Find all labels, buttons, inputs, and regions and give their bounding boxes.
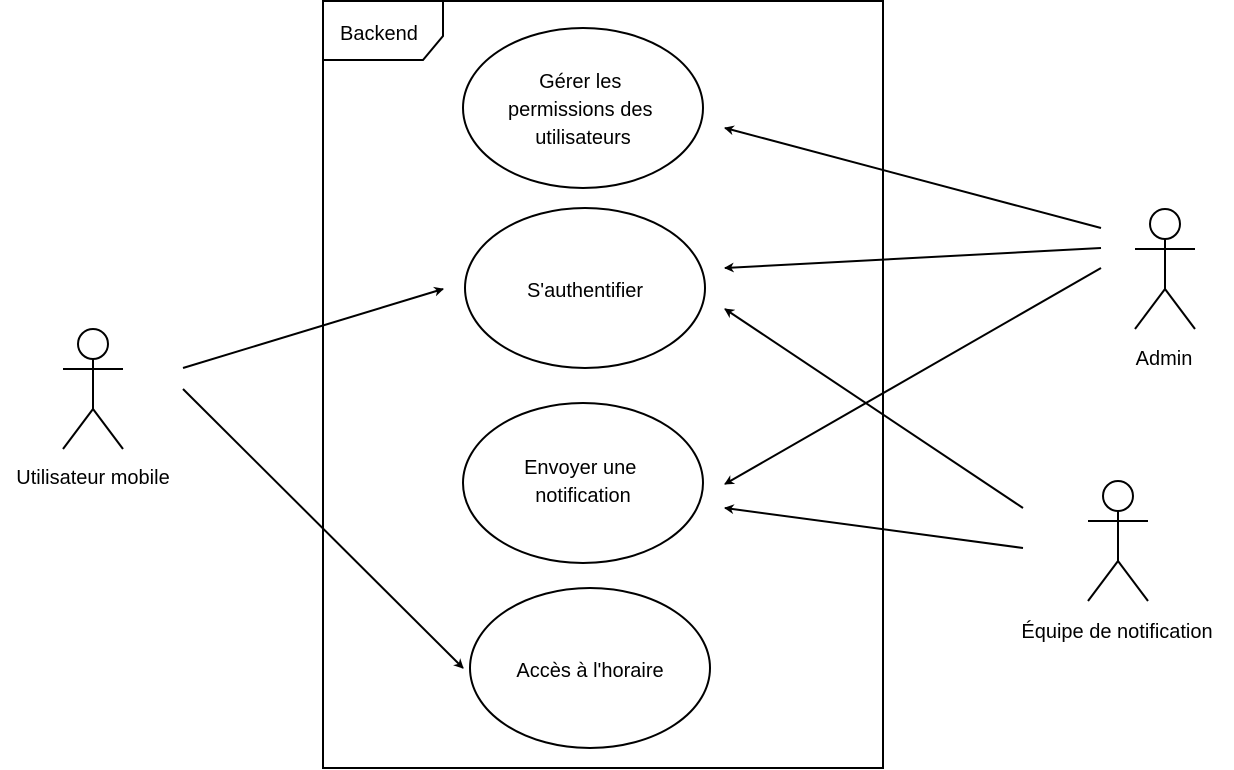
associations xyxy=(182,125,1102,669)
use-case-label-line: notification xyxy=(535,485,631,507)
actor-admin: Admin xyxy=(1134,208,1196,370)
system-boundary-rect xyxy=(322,0,884,769)
stick-figure-icon xyxy=(62,328,124,450)
actor-label: Utilisateur mobile xyxy=(16,467,169,489)
use-case-label-line: permissions des xyxy=(508,99,653,121)
stick-figure-icon xyxy=(1087,480,1149,602)
use-case-label-line: utilisateurs xyxy=(535,127,631,149)
use-case-schedule-access: Accès à l'horaire xyxy=(469,587,711,749)
use-case-ellipse xyxy=(462,402,704,564)
system-label-tab xyxy=(323,1,444,61)
use-case-label-line: S'authentifier xyxy=(527,280,643,302)
actor-mobile-user: Utilisateur mobile xyxy=(16,328,170,489)
association-mobile-schedule xyxy=(182,388,464,669)
actor-label: Admin xyxy=(1136,348,1193,370)
association-admin-notify xyxy=(724,267,1102,485)
system-boundary: Backend xyxy=(322,0,884,769)
use-case-ellipse xyxy=(469,587,711,749)
use-case-label: Envoyer une notification xyxy=(524,457,642,507)
association-mobile-auth xyxy=(182,286,444,369)
use-case-authenticate: S'authentifier xyxy=(464,207,706,369)
use-case-send-notification: Envoyer une notification xyxy=(462,402,704,564)
system-label: Backend xyxy=(340,23,418,45)
use-case-label: Gérer les permissions des utilisateurs xyxy=(508,71,658,149)
use-case-label: S'authentifier xyxy=(527,280,643,302)
use-case-label-line: Accès à l'horaire xyxy=(516,660,663,682)
association-team-auth xyxy=(724,308,1024,509)
use-case-label-line: Envoyer une xyxy=(524,457,636,479)
use-case-ellipse xyxy=(462,27,704,189)
use-case-permissions: Gérer les permissions des utilisateurs xyxy=(462,27,704,189)
association-admin-auth xyxy=(724,247,1102,273)
association-team-notify xyxy=(724,504,1024,549)
actor-notification-team: Équipe de notification xyxy=(1021,480,1213,643)
use-case-ellipse xyxy=(464,207,706,369)
actor-label: Équipe de notification xyxy=(1021,620,1212,643)
stick-figure-icon xyxy=(1134,208,1196,330)
use-case-label: Accès à l'horaire xyxy=(516,660,663,682)
association-admin-permissions xyxy=(724,125,1102,229)
use-case-label-line: Gérer les xyxy=(539,71,621,93)
